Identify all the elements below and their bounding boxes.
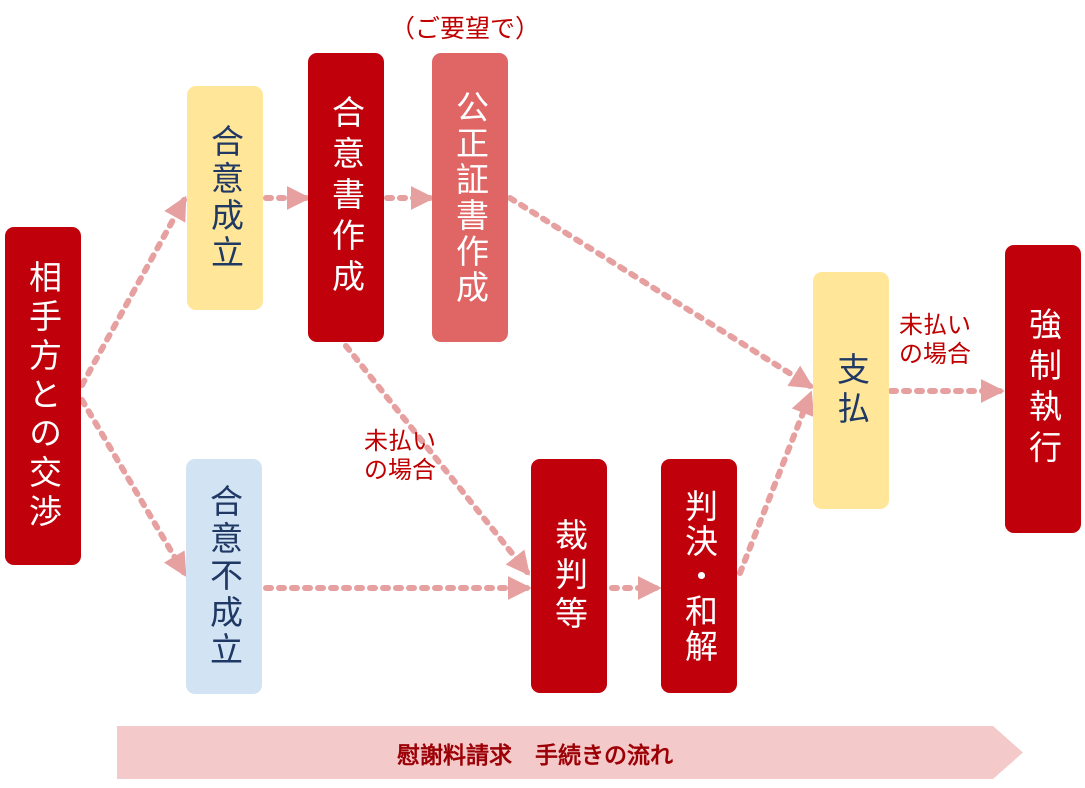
node-payment-label: 支払 [831, 351, 871, 430]
banner-title: 慰謝料請求 手続きの流れ [397, 742, 673, 769]
node-agreement-label: 合意成立 [205, 124, 245, 272]
node-negotiation-label: 相手方との交渉 [23, 259, 63, 533]
process-banner: 慰謝料請求 手続きの流れ [117, 726, 1023, 779]
node-agreement: 合意成立 [187, 86, 263, 310]
node-judgment-label: 判決・和解 [679, 488, 719, 664]
node-negotiation: 相手方との交渉 [5, 227, 81, 565]
node-notarized-doc-label: 公正証書作成 [450, 89, 490, 306]
note-on-request: （ご要望で） [390, 14, 541, 43]
note-unpaid-mid-line2: の場合 [364, 456, 436, 484]
arrow-negotiation-to-agreement [79, 195, 187, 388]
arrow-notarized-to-payment [507, 195, 815, 389]
node-trial-label: 裁判等 [549, 517, 589, 635]
node-no-agreement: 合意不成立 [186, 459, 262, 694]
note-unpaid-top: 未払い の場合 [899, 311, 971, 369]
node-judgment: 判決・和解 [661, 459, 737, 693]
note-unpaid-top-line1: 未払い [899, 311, 971, 339]
arrow-negotiation-to-no-agreement [79, 397, 187, 578]
note-unpaid-top-line2: の場合 [899, 340, 971, 368]
node-enforcement-label: 強制執行 [1023, 307, 1063, 471]
node-enforcement: 強制執行 [1005, 245, 1081, 533]
note-unpaid-mid: 未払い の場合 [364, 427, 436, 485]
node-notarized-doc: 公正証書作成 [432, 53, 508, 342]
node-trial: 裁判等 [531, 459, 607, 693]
node-payment: 支払 [813, 272, 889, 509]
arrow-agreement-doc-to-trial [343, 343, 531, 576]
node-agreement-doc-label: 合意書作成 [326, 95, 366, 300]
node-no-agreement-label: 合意不成立 [204, 484, 244, 669]
note-unpaid-mid-line1: 未払い [364, 427, 436, 455]
arrow-judgment-to-payment [737, 390, 815, 576]
node-agreement-doc: 合意書作成 [308, 53, 384, 342]
